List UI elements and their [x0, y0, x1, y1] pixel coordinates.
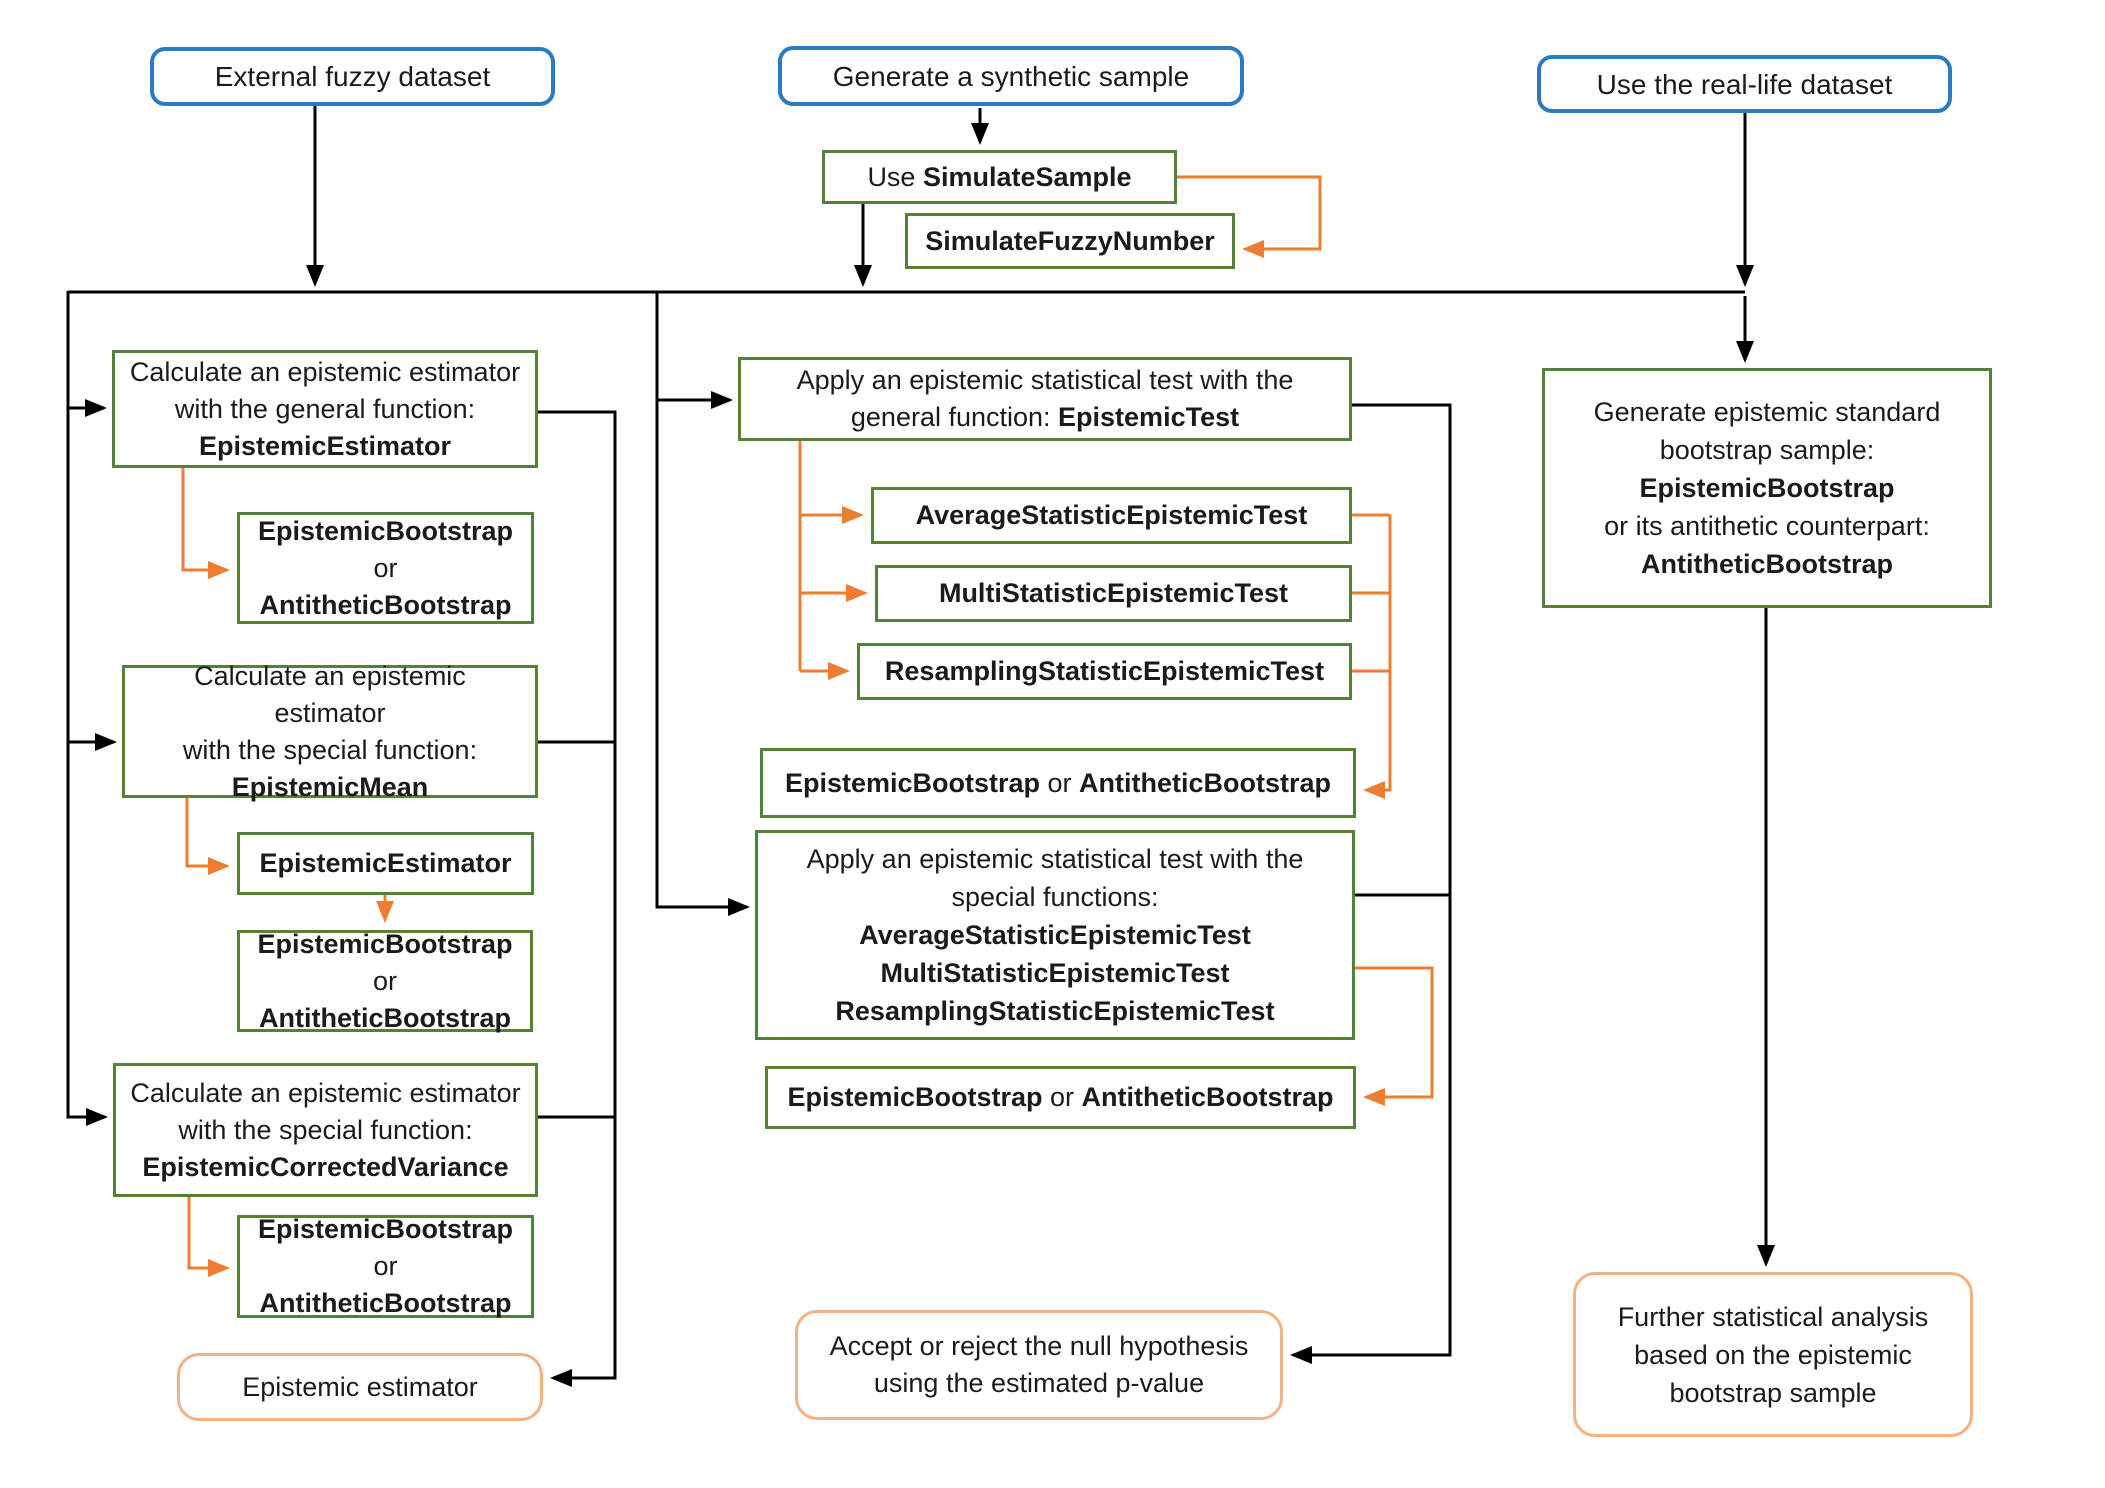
node-label: External fuzzy dataset: [214, 61, 491, 92]
node-label: MultiStatisticEpistemicTest: [938, 578, 1289, 608]
node-line: Calculate an epistemic estimator: [130, 1077, 521, 1108]
node-apply-special-tests: Apply an epistemic statistical test with…: [755, 830, 1355, 1040]
node-label: EpistemicEstimator: [259, 848, 512, 878]
node-function-name: EpistemicEstimator: [198, 430, 452, 461]
node-line: Further statistical analysis: [1617, 1301, 1929, 1332]
node-calc-general-estimator: Calculate an epistemic estimator with th…: [112, 350, 538, 468]
node-line: EpistemicBootstrap or: [257, 515, 514, 583]
node-line: or its antithetic counterpart:: [1604, 511, 1930, 541]
node-line: EpistemicBootstrap or: [257, 928, 513, 996]
node-multi-statistic-test: MultiStatisticEpistemicTest: [875, 565, 1352, 622]
node-calc-epistemic-mean: Calculate an epistemic estimator with th…: [122, 661, 538, 802]
node-apply-general-test: Apply an epistemic statistical test with…: [738, 357, 1352, 441]
black-wires: [66, 106, 1775, 1387]
node-label: Use the real-life dataset: [1596, 68, 1893, 100]
orange-wires: [181, 175, 1434, 1277]
node-line: bootstrap sample: [1669, 1377, 1877, 1408]
node-function-name: ResamplingStatisticEpistemicTest: [835, 996, 1275, 1026]
node-function-name: AntitheticBootstrap: [1641, 549, 1893, 579]
node-label: Use SimulateSample: [867, 161, 1132, 192]
node-line: general function: EpistemicTest: [850, 402, 1240, 432]
node-bootstrap-inline-2: EpistemicBootstrap or AntitheticBootstra…: [765, 1066, 1356, 1129]
node-label: ResamplingStatisticEpistemicTest: [884, 656, 1325, 686]
node-function-name: EpistemicMean: [231, 771, 429, 802]
node-line: Apply an epistemic statistical test with…: [806, 844, 1304, 874]
node-line: Generate epistemic standard: [1593, 397, 1941, 427]
node-line: AntitheticBootstrap: [259, 589, 512, 620]
node-line: Calculate an epistemic estimator: [194, 660, 466, 728]
node-line: with the special function:: [178, 1114, 473, 1145]
node-result-further-analysis: Further statistical analysis based on th…: [1573, 1272, 1973, 1437]
node-function-name: EpistemicCorrectedVariance: [142, 1151, 509, 1182]
node-bootstrap-pair-1: EpistemicBootstrap or AntitheticBootstra…: [237, 512, 534, 624]
node-external-fuzzy-dataset: External fuzzy dataset: [150, 47, 555, 106]
node-bootstrap-pair-2: EpistemicBootstrap or AntitheticBootstra…: [237, 929, 533, 1033]
node-resampling-statistic-test: ResamplingStatisticEpistemicTest: [857, 643, 1352, 700]
node-label: EpistemicBootstrap or AntitheticBootstra…: [787, 1082, 1334, 1112]
node-function-name: AverageStatisticEpistemicTest: [859, 920, 1251, 950]
node-bootstrap-inline-1: EpistemicBootstrap or AntitheticBootstra…: [760, 748, 1356, 818]
node-line: based on the epistemic: [1634, 1339, 1912, 1370]
node-line: AntitheticBootstrap: [259, 1288, 512, 1318]
node-line: Accept or reject the null hypothesis: [829, 1331, 1249, 1361]
node-label: EpistemicBootstrap or AntitheticBootstra…: [784, 767, 1332, 798]
node-average-statistic-test: AverageStatisticEpistemicTest: [871, 487, 1352, 544]
node-generate-bootstrap-sample: Generate epistemic standard bootstrap sa…: [1542, 368, 1992, 608]
node-line: EpistemicBootstrap or: [257, 1214, 514, 1281]
node-simulate-fuzzy-number: SimulateFuzzyNumber: [905, 213, 1235, 269]
node-bootstrap-pair-3: EpistemicBootstrap or AntitheticBootstra…: [237, 1214, 534, 1318]
node-line: bootstrap sample:: [1659, 435, 1875, 465]
node-line: special functions:: [951, 882, 1159, 912]
node-use-real-life-dataset: Use the real-life dataset: [1537, 55, 1952, 113]
node-line: Apply an epistemic statistical test with…: [796, 365, 1294, 395]
node-generate-synthetic-sample: Generate a synthetic sample: [778, 46, 1244, 106]
node-label: AverageStatisticEpistemicTest: [915, 500, 1308, 530]
node-function-name: MultiStatisticEpistemicTest: [880, 958, 1230, 988]
node-use-simulate-sample: Use SimulateSample: [822, 150, 1177, 204]
node-result-accept-reject: Accept or reject the null hypothesis usi…: [795, 1310, 1283, 1420]
node-line: with the special function:: [182, 734, 478, 765]
node-result-epistemic-estimator: Epistemic estimator: [177, 1353, 543, 1421]
node-line: with the general function:: [174, 393, 476, 424]
node-label: Epistemic estimator: [242, 1371, 478, 1402]
node-line: AntitheticBootstrap: [259, 1002, 511, 1033]
node-label: SimulateFuzzyNumber: [925, 225, 1215, 256]
node-line: using the estimated p-value: [873, 1368, 1205, 1398]
node-calc-corrected-variance: Calculate an epistemic estimator with th…: [113, 1063, 538, 1197]
node-label: Generate a synthetic sample: [832, 60, 1190, 92]
node-function-name: EpistemicBootstrap: [1639, 473, 1895, 503]
node-epistemic-estimator-fn: EpistemicEstimator: [237, 832, 534, 895]
node-line: Calculate an epistemic estimator: [129, 356, 521, 387]
